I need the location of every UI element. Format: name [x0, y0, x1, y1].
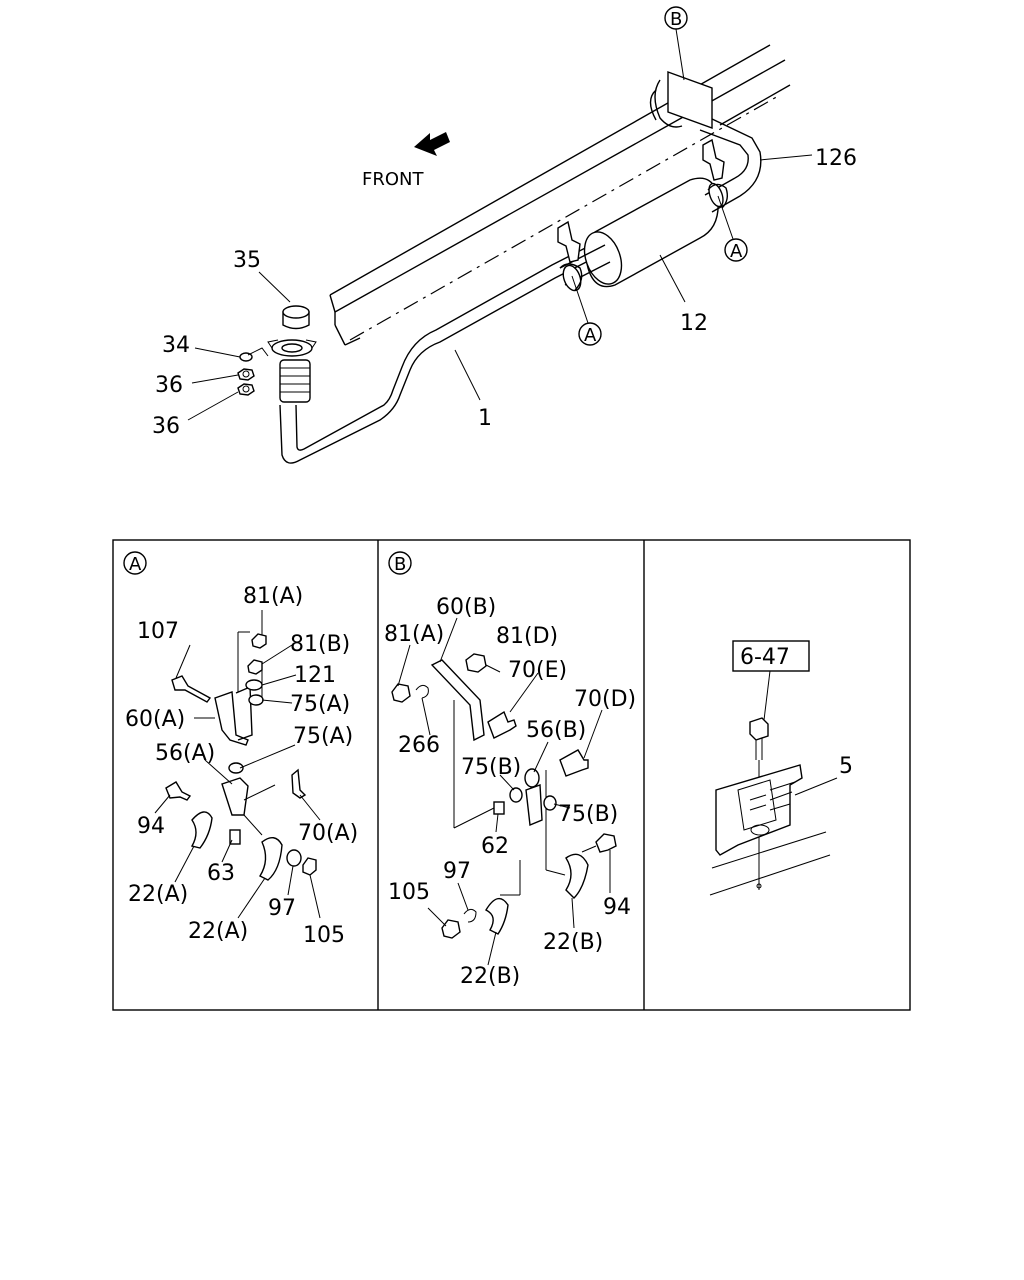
panels-frame	[112, 539, 911, 1011]
callout-a-right: A	[730, 241, 743, 262]
label-a-60a: 60(A)	[125, 707, 185, 732]
label-a-56a: 56(A)	[155, 741, 215, 766]
label-b-81d: 81(D)	[496, 624, 558, 649]
detail-b: B	[384, 551, 636, 989]
label-a-94: 94	[137, 814, 165, 839]
label-a-81a: 81(A)	[243, 584, 303, 609]
label-a-22a-left: 22(A)	[128, 882, 188, 907]
hanger-b-top	[649, 71, 713, 129]
label-5: 5	[839, 754, 853, 779]
front-label: FRONT	[362, 169, 424, 190]
label-34: 34	[162, 333, 190, 358]
hanger-a-right	[702, 138, 729, 209]
label-b-81a: 81(A)	[384, 622, 444, 647]
label-a-97: 97	[268, 896, 296, 921]
callout-b-top: B	[670, 9, 682, 30]
label-36-upper: 36	[155, 373, 183, 398]
detail-b-marker: B	[394, 554, 406, 575]
reference-label: 6-47	[740, 645, 790, 670]
hanger-a-mid	[557, 220, 583, 291]
detail-a-marker-circle	[123, 551, 147, 575]
callout-a-mid-circle	[578, 322, 602, 346]
label-a-81b: 81(B)	[290, 632, 350, 657]
label-a-107: 107	[137, 619, 179, 644]
tail-pipe	[699, 117, 762, 197]
label-b-94: 94	[603, 895, 631, 920]
label-b-105: 105	[388, 880, 430, 905]
label-12: 12	[680, 311, 708, 336]
detail-a: A	[123, 551, 358, 948]
detail-c: 6-47 5	[709, 640, 853, 896]
label-b-70d: 70(D)	[574, 687, 636, 712]
detail-panels	[112, 539, 911, 1011]
label-b-75b-right: 75(B)	[558, 802, 618, 827]
label-b-22b-right: 22(B)	[543, 930, 603, 955]
label-a-75a-upper: 75(A)	[290, 692, 350, 717]
front-arrow-icon	[414, 132, 450, 156]
label-a-105: 105	[303, 923, 345, 948]
label-a-22a-right: 22(A)	[188, 919, 248, 944]
callout-a-right-circle	[724, 238, 748, 262]
label-1: 1	[478, 406, 492, 431]
label-b-70e: 70(E)	[508, 658, 567, 683]
detail-a-marker: A	[129, 554, 142, 575]
callout-a-mid: A	[584, 325, 597, 346]
label-36-lower: 36	[152, 414, 180, 439]
label-b-22b-bottom: 22(B)	[460, 964, 520, 989]
label-b-75b-left: 75(B)	[461, 755, 521, 780]
label-b-266: 266	[398, 733, 440, 758]
label-a-70a: 70(A)	[298, 821, 358, 846]
nut-36-upper	[237, 368, 255, 381]
flex-joint	[267, 339, 317, 403]
label-b-60b: 60(B)	[436, 595, 496, 620]
label-126: 126	[815, 146, 857, 171]
label-a-75a-lower: 75(A)	[293, 724, 353, 749]
detail-b-marker-circle	[388, 551, 412, 575]
label-a-63: 63	[207, 861, 235, 886]
main-diagram: FRONT B A A 126 35 34 36 36 12 1	[152, 6, 857, 464]
label-35: 35	[233, 248, 261, 273]
label-b-97: 97	[443, 859, 471, 884]
muffler	[559, 177, 741, 292]
label-b-62: 62	[481, 834, 509, 859]
reference-box	[732, 640, 810, 672]
gasket-35	[282, 305, 310, 330]
label-a-121: 121	[294, 663, 336, 688]
nut-36-lower	[237, 383, 255, 396]
exhaust-pipe	[279, 241, 601, 464]
label-b-56b: 56(B)	[526, 718, 586, 743]
